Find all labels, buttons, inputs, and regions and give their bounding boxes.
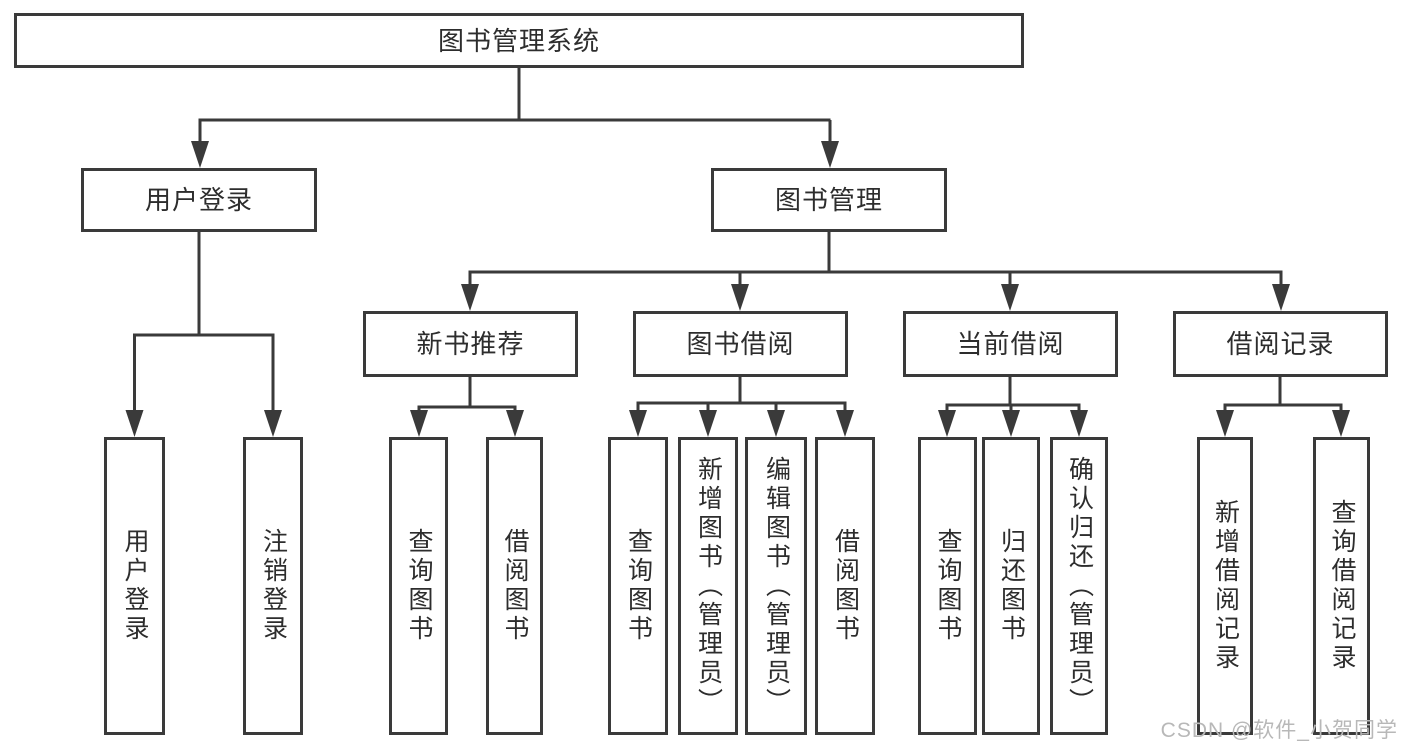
node-label: 查询图书 [934, 528, 962, 644]
node-label: 图书借阅 [686, 329, 795, 359]
node-label: 借阅图书 [501, 528, 529, 644]
leaf-user-login: 用户登录 [104, 437, 165, 735]
node-label: 当前借阅 [956, 329, 1065, 359]
leaf-recommend-borrow-books: 借阅图书 [486, 437, 543, 735]
node-book-management: 图书管理 [711, 168, 947, 232]
node-label: 新增借阅记录 [1211, 499, 1240, 673]
node-label: 借阅记录 [1226, 329, 1335, 359]
leaf-return-books: 归还图书 [982, 437, 1040, 735]
node-label: 归还图书 [997, 528, 1026, 644]
node-label: 新增图书（管理员） [694, 455, 723, 717]
node-label: 用户登录 [121, 528, 149, 644]
node-library-system: 图书管理系统 [14, 13, 1024, 68]
node-current-borrow: 当前借阅 [903, 311, 1118, 377]
node-label: 用户登录 [144, 185, 253, 215]
node-label: 查询图书 [624, 528, 653, 644]
node-label: 确认归还（管理员） [1065, 455, 1094, 717]
node-label: 新书推荐 [416, 329, 525, 359]
leaf-borrow-books: 借阅图书 [815, 437, 875, 735]
leaf-add-books-admin: 新增图书（管理员） [678, 437, 738, 735]
leaf-confirm-return-admin: 确认归还（管理员） [1050, 437, 1108, 735]
node-borrow-records: 借阅记录 [1173, 311, 1388, 377]
leaf-logout: 注销登录 [243, 437, 303, 735]
leaf-borrow-query-books: 查询图书 [608, 437, 668, 735]
node-label: 编辑图书（管理员） [762, 455, 791, 717]
leaf-edit-books-admin: 编辑图书（管理员） [745, 437, 807, 735]
leaf-current-query-books: 查询图书 [918, 437, 977, 735]
node-label: 查询图书 [405, 528, 433, 644]
leaf-recommend-query-books: 查询图书 [389, 437, 448, 735]
node-label: 注销登录 [259, 528, 288, 644]
node-book-borrow: 图书借阅 [633, 311, 848, 377]
leaf-add-borrow-record: 新增借阅记录 [1197, 437, 1253, 735]
csdn-watermark: CSDN @软件_小贺同学 [1160, 719, 1398, 742]
node-label: 借阅图书 [831, 528, 860, 644]
leaf-query-borrow-record: 查询借阅记录 [1313, 437, 1370, 735]
node-label: 查询借阅记录 [1328, 499, 1356, 673]
node-label: 图书管理 [774, 185, 883, 215]
node-user-login: 用户登录 [81, 168, 317, 232]
node-new-book-recommend: 新书推荐 [363, 311, 578, 377]
node-label: 图书管理系统 [437, 25, 600, 56]
